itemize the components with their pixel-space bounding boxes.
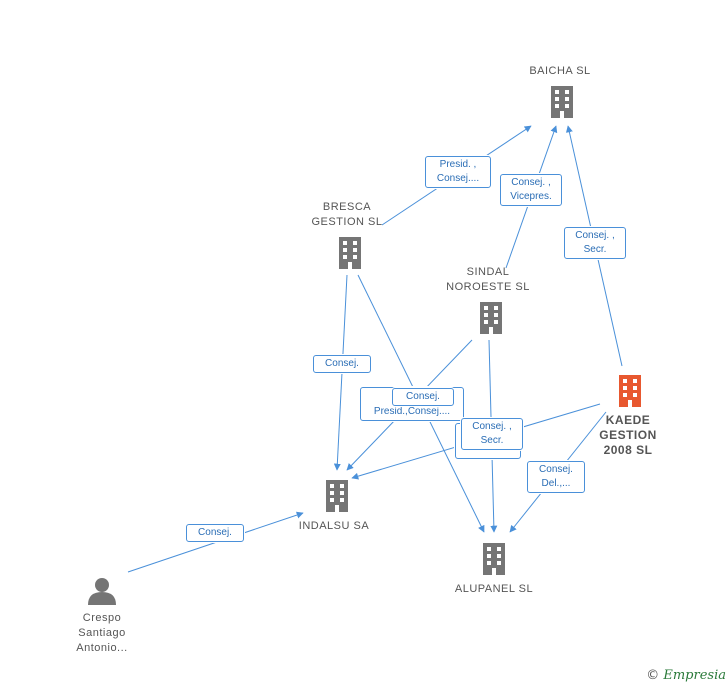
node-label-alupanel[interactable]: ALUPANEL SL	[454, 583, 534, 595]
edge-label-sindal-baicha: Consej. , Vicepres.	[500, 174, 562, 206]
node-label-kaede[interactable]: KAEDE GESTION 2008 SL	[599, 413, 657, 457]
node-label-crespo[interactable]: Crespo Santiago Antonio...	[76, 612, 128, 654]
edge-crespo-indalsu	[127, 511, 304, 573]
crespo-person-icon[interactable]	[88, 578, 116, 605]
edge-label-bresca-indalsu: Consej.	[313, 355, 371, 373]
node-label-bresca[interactable]: BRESCA GESTION SL	[311, 201, 383, 228]
bresca-building-icon[interactable]	[339, 237, 361, 269]
copyright-footer: © Empresia	[646, 668, 726, 683]
edge-label-crespo-indalsu: Consej.	[186, 524, 244, 542]
alupanel-building-icon[interactable]	[483, 543, 505, 575]
edge-label-kaede-indalsu: Consej. , Secr.	[461, 418, 523, 450]
kaede-building-icon[interactable]	[619, 375, 641, 407]
baicha-building-icon[interactable]	[551, 86, 573, 118]
edge-label-bresca-alupanel: Consej.	[392, 388, 454, 406]
edge-label-sindal-indalsu-text: Presid.,Consej....	[373, 406, 451, 417]
indalsu-building-icon[interactable]	[326, 480, 348, 512]
copyright-symbol: ©	[646, 668, 660, 683]
sindal-building-icon[interactable]	[480, 302, 502, 334]
edge-label-kaede-baicha: Consej. , Secr.	[564, 227, 626, 259]
node-label-sindal[interactable]: SINDAL NOROESTE SL	[446, 266, 530, 293]
node-label-indalsu[interactable]: INDALSU SA	[298, 520, 370, 532]
edge-label-kaede-alupanel: Consej. Del.,...	[527, 461, 585, 493]
edge-label-bresca-baicha: Presid. , Consej....	[425, 156, 491, 188]
node-label-baicha[interactable]: BAICHA SL	[529, 65, 591, 77]
brand-logo-text: Empresia	[663, 668, 726, 683]
